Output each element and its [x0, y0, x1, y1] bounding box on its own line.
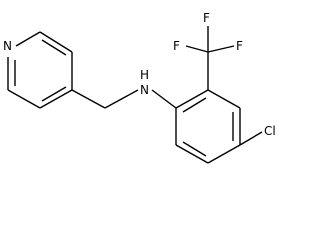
chlorine-label: Cl [264, 124, 276, 138]
bond-ring-to-ch2 [71, 89, 106, 109]
bond-n-to-aryl [151, 89, 177, 109]
benzene-ring [175, 89, 241, 164]
bond-double-inner [41, 39, 67, 56]
bond [39, 89, 73, 109]
bond [207, 89, 241, 109]
pyridine-ring [7, 31, 73, 109]
amine-hydrogen-label: H [140, 68, 149, 82]
bond [39, 31, 73, 53]
bond-c-to-f-left [185, 45, 209, 53]
bond-double-inner [41, 86, 67, 102]
bond [207, 144, 241, 164]
bond-c-to-f-right [207, 45, 235, 53]
bond [7, 89, 41, 109]
bond [175, 89, 209, 109]
bond [175, 144, 209, 164]
fluorine-top-label: F [203, 11, 210, 25]
fluorine-right-label: F [236, 39, 243, 53]
molecule-diagram: N N H F F F Cl [3, 11, 276, 164]
bond [15, 31, 41, 47]
bond-aryl-to-cl [239, 131, 263, 146]
amine-nitrogen-label: N [140, 83, 149, 97]
fluorine-left-label: F [173, 39, 180, 53]
bond-ch2-to-n [104, 89, 139, 109]
ring-nitrogen-label: N [3, 39, 12, 53]
bond-double-inner [182, 97, 207, 113]
bond-double-inner [182, 141, 207, 157]
